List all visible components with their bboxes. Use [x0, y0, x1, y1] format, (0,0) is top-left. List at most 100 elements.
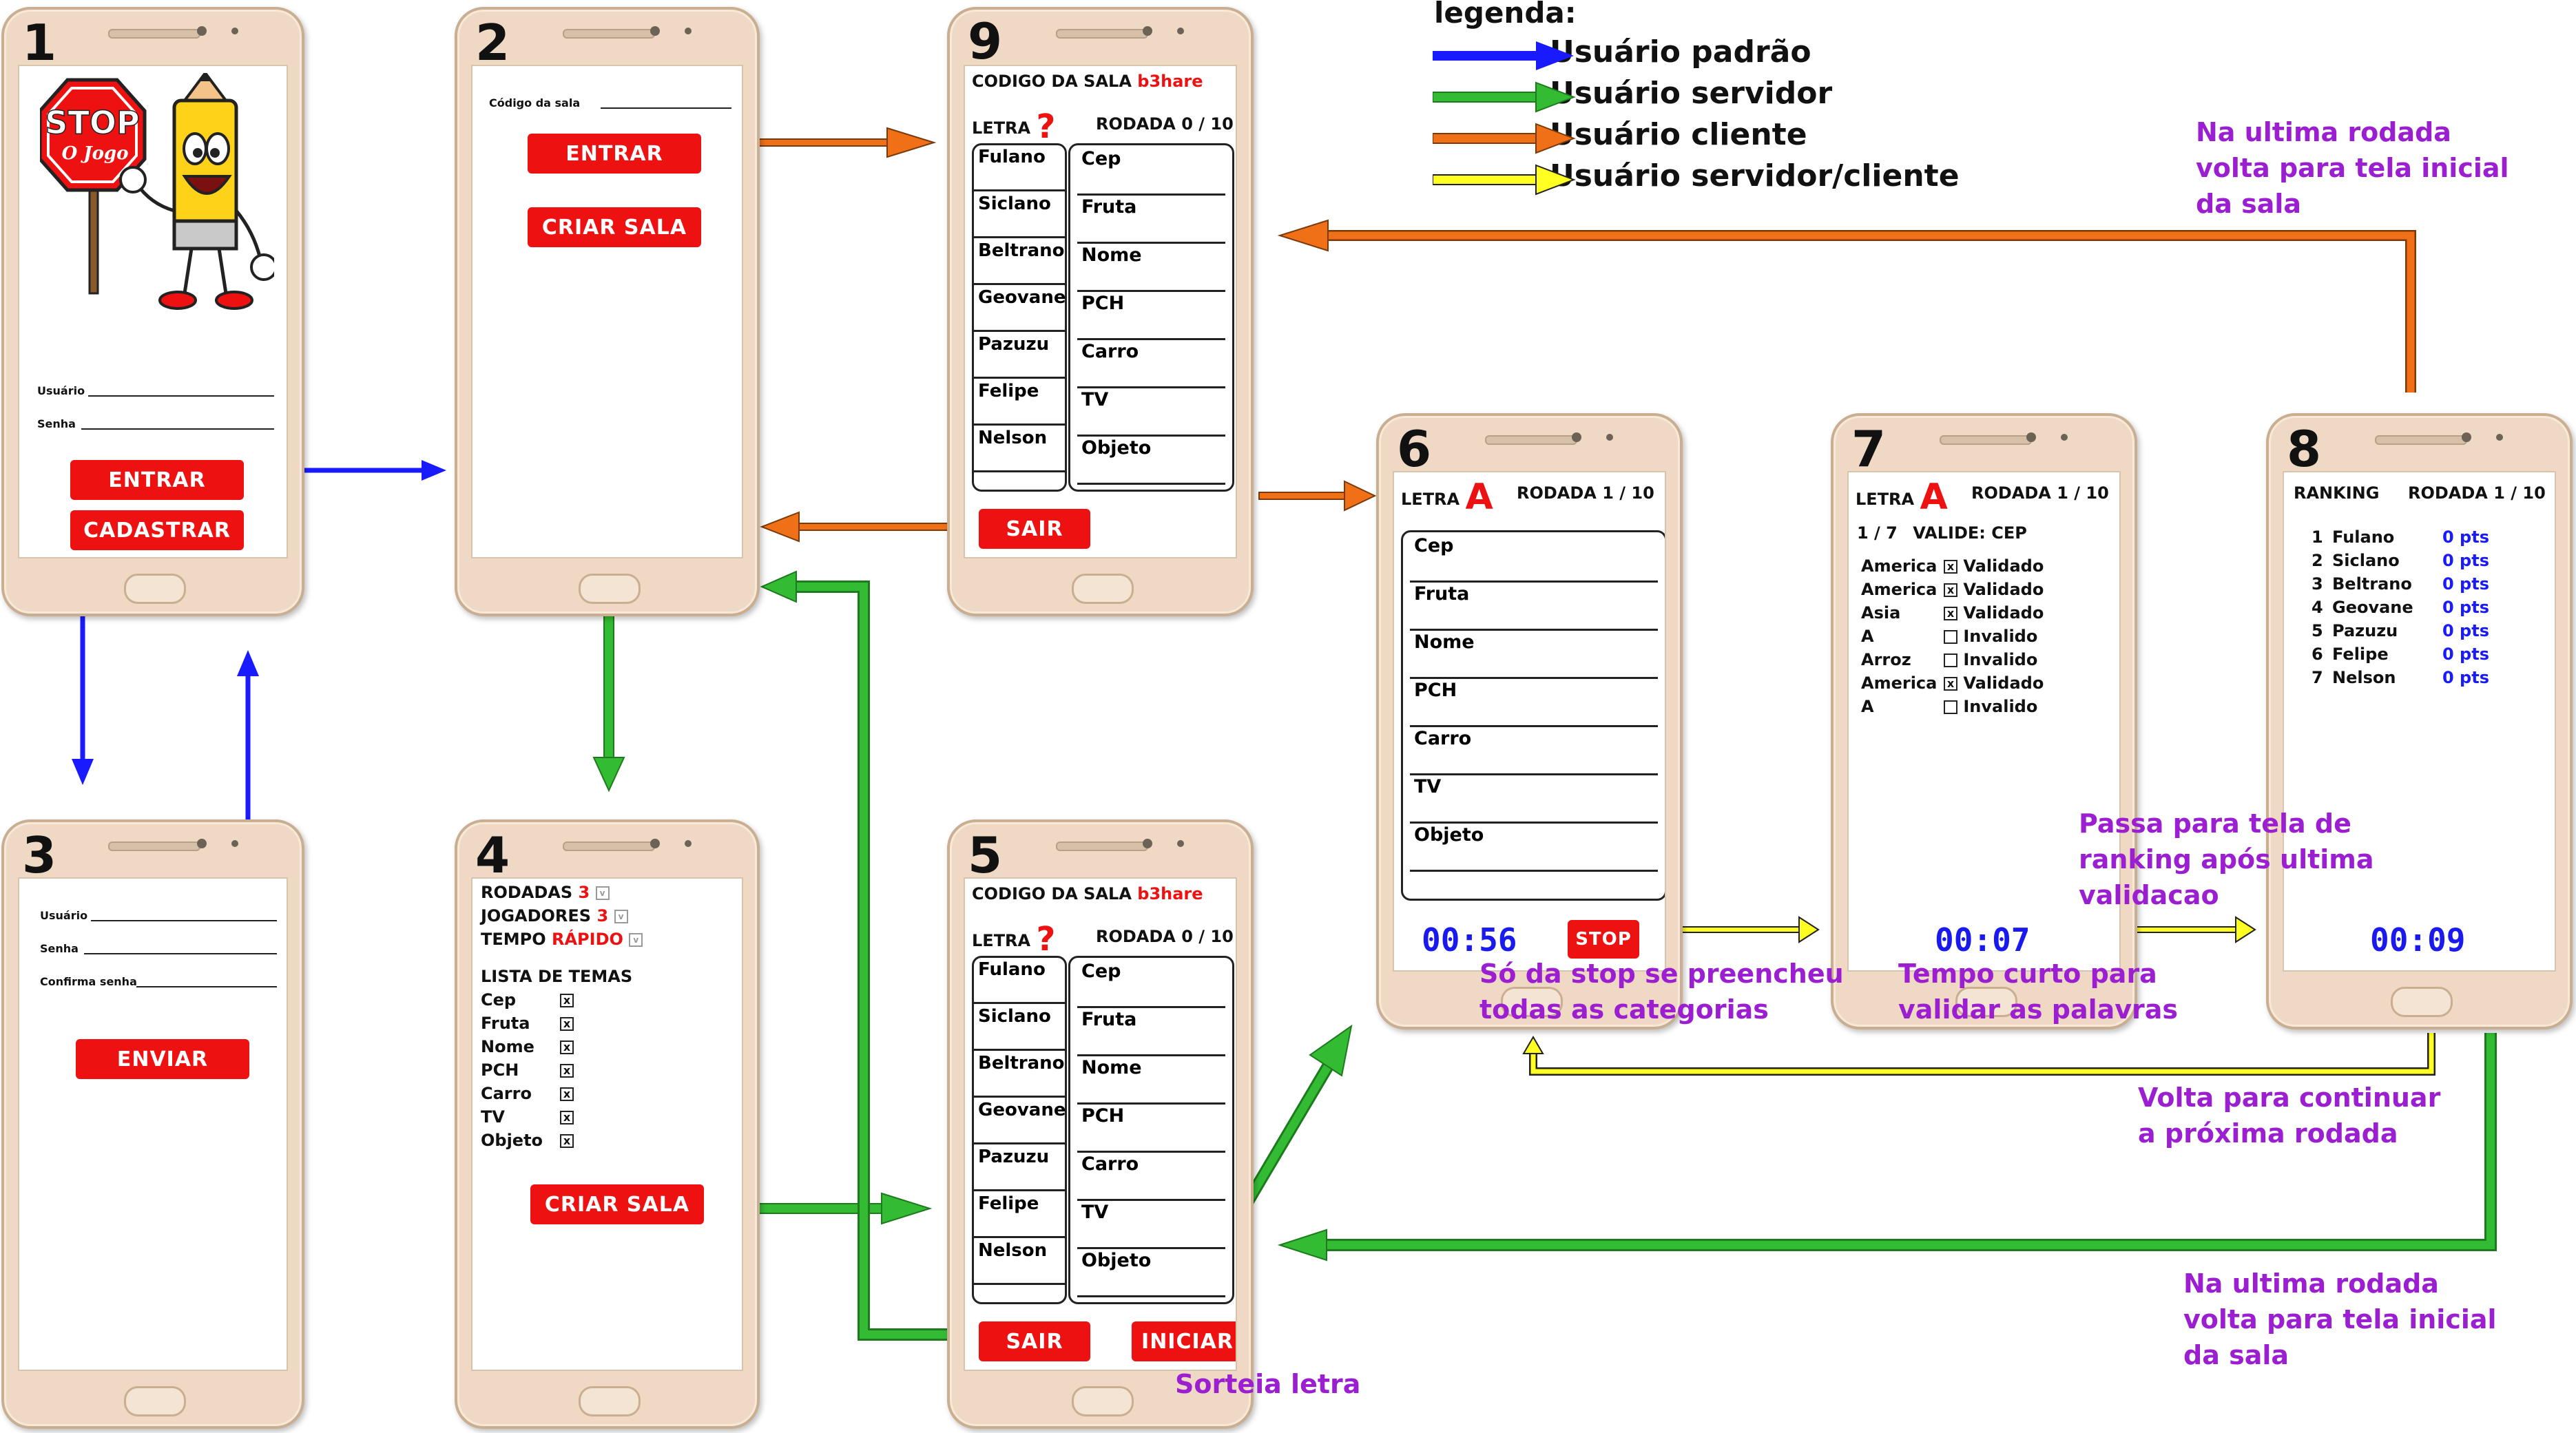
answer-field[interactable]: Cep: [1410, 532, 1658, 583]
letra-header: LETRA A: [1856, 477, 1948, 518]
tema-checkbox[interactable]: x: [560, 1017, 574, 1031]
tema-label: Fruta: [481, 1014, 530, 1033]
answers-list: Cep Fruta Nome PCH Carro TV Objeto: [1401, 530, 1665, 901]
sensor: [231, 840, 238, 847]
answer-word: A: [1861, 627, 1874, 646]
note-line: validacao: [2079, 880, 2219, 910]
criar-sala-button[interactable]: CRIAR SALA: [528, 207, 701, 247]
home-button: [2390, 987, 2453, 1017]
answer-field[interactable]: TV: [1410, 773, 1658, 824]
stop-button[interactable]: STOP: [1568, 920, 1639, 959]
tema-checkbox[interactable]: x: [560, 994, 574, 1007]
players-list: Fulano Siclano Beltrano Geovane Pazuzu F…: [972, 143, 1067, 492]
stop-logo: STOP O Jogo: [40, 73, 274, 310]
validation-row: A Invalido: [1861, 627, 2037, 646]
home-button: [1500, 987, 1563, 1017]
rodadas-dropdown-icon[interactable]: v: [595, 886, 610, 900]
category-name: PCH: [1081, 293, 1125, 314]
answer-field[interactable]: Nome: [1410, 629, 1658, 679]
valid-checkbox[interactable]: x: [1944, 607, 1957, 620]
valid-checkbox[interactable]: [1944, 700, 1957, 714]
codigo-sala-field[interactable]: [601, 107, 731, 109]
enviar-button[interactable]: ENVIAR: [76, 1039, 249, 1079]
tema-label: Cep: [481, 990, 517, 1010]
criar-sala-button[interactable]: CRIAR SALA: [530, 1184, 704, 1224]
tema-checkbox[interactable]: x: [560, 1134, 574, 1148]
player-name: Siclano: [978, 1006, 1051, 1027]
senha-field[interactable]: [84, 953, 277, 954]
category-name: Objeto: [1414, 824, 1484, 846]
note-line: Passa para tela de: [2079, 808, 2351, 839]
sair-button[interactable]: SAIR: [979, 509, 1090, 549]
validation-timer: 00:07: [1935, 921, 2030, 959]
confirma-senha-field[interactable]: [136, 986, 277, 987]
player-item: Siclano: [974, 1005, 1065, 1051]
tema-checkbox[interactable]: x: [560, 1111, 574, 1125]
note-line: Só da stop se preencheu: [1479, 959, 1844, 989]
valid-checkbox[interactable]: [1944, 653, 1957, 667]
letra-label: LETRA: [972, 931, 1031, 950]
home-button: [124, 1386, 186, 1416]
note-line: Na ultima rodada: [2183, 1268, 2439, 1299]
sair-button[interactable]: SAIR: [979, 1321, 1090, 1361]
note-ranking-after-validation: Passa para tela de ranking após ultima v…: [2079, 806, 2374, 913]
camera: [2462, 432, 2471, 442]
note-line: a próxima rodada: [2138, 1118, 2398, 1149]
player-item: Fulano: [974, 958, 1065, 1004]
jogadores-dropdown-icon[interactable]: v: [614, 910, 628, 923]
entrar-button[interactable]: ENTRAR: [528, 134, 701, 174]
screen-number: 5: [968, 826, 1003, 884]
category-name: TV: [1414, 776, 1442, 797]
entrar-button[interactable]: ENTRAR: [70, 460, 244, 500]
category-item: Nome: [1077, 242, 1225, 292]
legend-swatches: [1433, 41, 1576, 196]
cadastrar-button[interactable]: CADASTRAR: [70, 510, 244, 550]
rodadas-setting[interactable]: RODADAS 3 v: [481, 883, 610, 902]
tema-checkbox[interactable]: x: [560, 1040, 574, 1054]
player-item: Geovane: [974, 286, 1066, 332]
camera: [197, 839, 207, 848]
valid-checkbox[interactable]: x: [1944, 677, 1957, 691]
sensor: [685, 840, 692, 847]
round-timer: 00:56: [1422, 921, 1517, 959]
validation-status: Invalido: [1963, 627, 2038, 646]
tempo-dropdown-icon[interactable]: v: [629, 933, 643, 947]
ranking-points: 0 pts: [2442, 621, 2489, 640]
tema-checkbox[interactable]: x: [560, 1064, 574, 1078]
player-name: Pazuzu: [978, 334, 1050, 355]
category-name: TV: [1081, 389, 1109, 410]
tema-checkbox[interactable]: x: [560, 1087, 574, 1101]
player-name: Fulano: [978, 147, 1046, 167]
usuario-field[interactable]: [88, 395, 274, 397]
sensor: [685, 28, 692, 34]
ranking-points: 0 pts: [2442, 645, 2489, 664]
codigo-sala-header: CODIGO DA SALA b3hare: [972, 72, 1203, 91]
iniciar-button[interactable]: INICIAR: [1132, 1321, 1236, 1361]
speaker: [562, 841, 655, 851]
phone-screen-2: 2 Código da sala ENTRAR CRIAR SALA: [455, 7, 760, 616]
answer-field[interactable]: PCH: [1410, 677, 1658, 727]
ranking-name: Siclano: [2332, 551, 2400, 570]
rodada-value: 0 / 10: [1181, 927, 1234, 946]
legend-swatch-green: [1433, 81, 1576, 113]
valid-checkbox[interactable]: [1944, 630, 1957, 644]
player-name: Pazuzu: [978, 1147, 1050, 1167]
answer-field[interactable]: Objeto: [1410, 822, 1658, 872]
senha-field[interactable]: [81, 428, 274, 430]
usuario-field[interactable]: [91, 920, 277, 921]
ranking-name: Felipe: [2332, 645, 2389, 664]
category-name: PCH: [1414, 680, 1457, 701]
valid-checkbox[interactable]: x: [1944, 583, 1957, 597]
category-item: Objeto: [1077, 1247, 1225, 1297]
valid-checkbox[interactable]: x: [1944, 560, 1957, 574]
jogadores-setting[interactable]: JOGADORES 3 v: [481, 906, 628, 925]
senha-label: Senha: [37, 417, 76, 430]
answer-field[interactable]: Carro: [1410, 725, 1658, 775]
tempo-setting[interactable]: TEMPO RÁPIDO v: [481, 930, 643, 949]
answer-field[interactable]: Fruta: [1410, 580, 1658, 631]
phone-screen-7: 7 LETRA A RODADA 1 / 10 1 / 7 VALIDE: CE…: [1831, 413, 2137, 1029]
validation-status: Validado: [1963, 673, 2044, 693]
